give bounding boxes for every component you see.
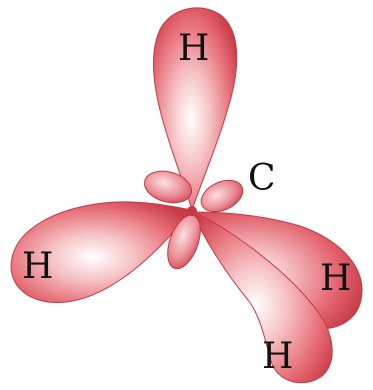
label-h-right: H xyxy=(320,258,351,299)
label-h-bottom: H xyxy=(262,336,293,377)
label-carbon: C xyxy=(248,158,276,199)
label-h-top: H xyxy=(178,28,209,69)
label-h-left: H xyxy=(22,246,53,287)
carbon-center xyxy=(187,206,197,216)
